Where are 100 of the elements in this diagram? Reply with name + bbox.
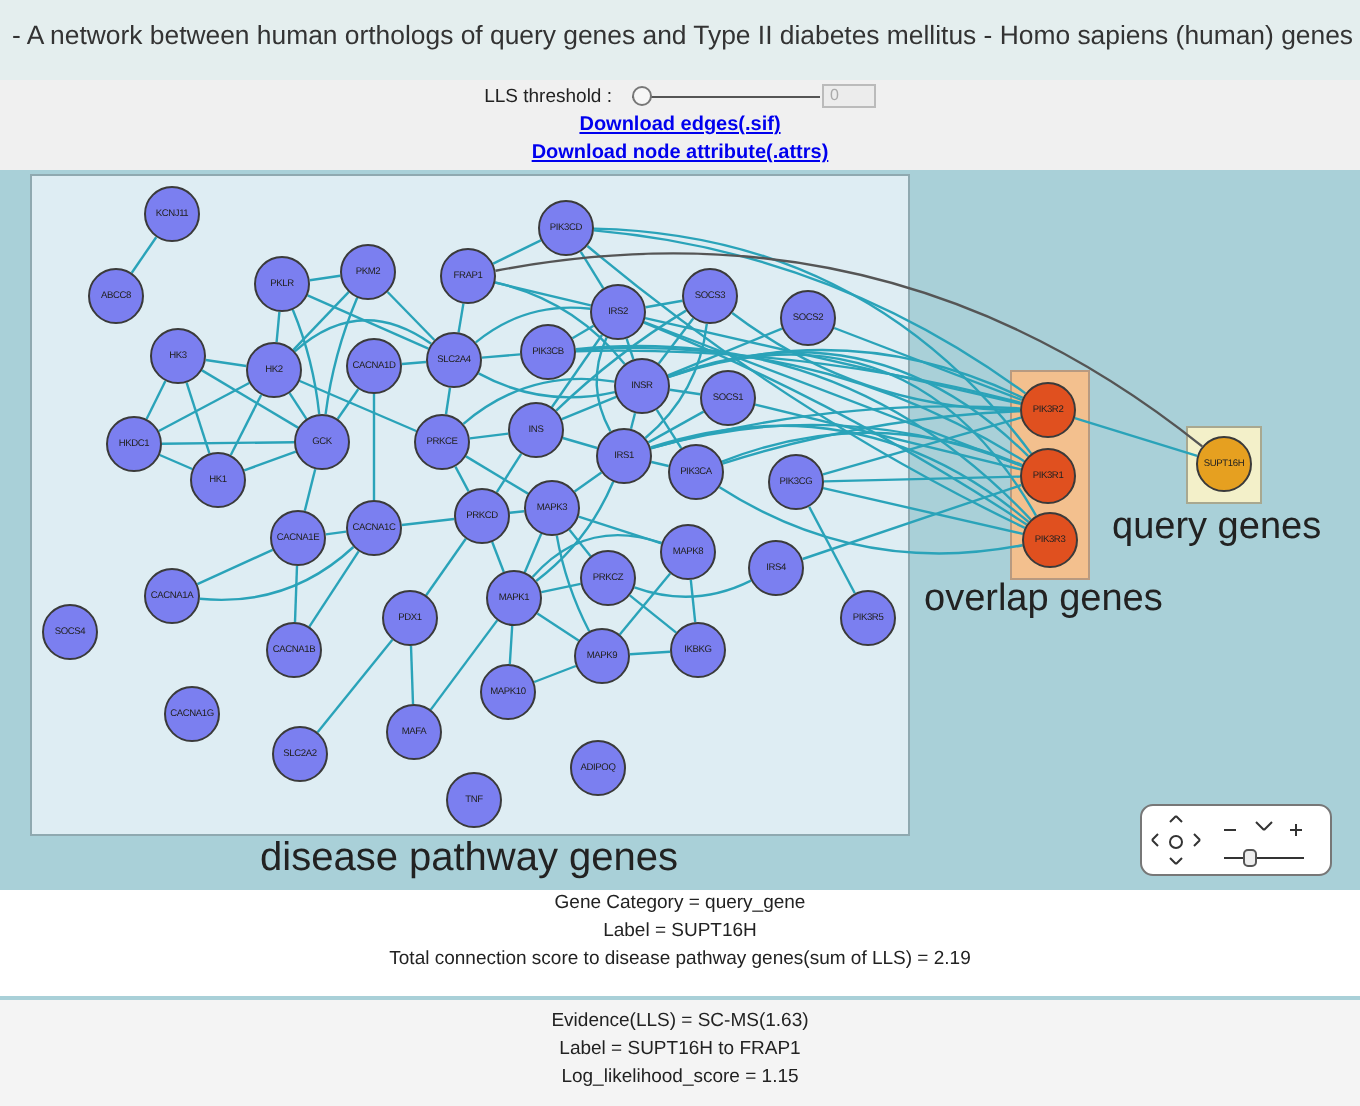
network-edge [491, 541, 505, 573]
network-edge [618, 572, 672, 636]
network-edge [629, 594, 677, 634]
network-edge [509, 510, 525, 514]
network-edge [536, 612, 580, 642]
network-edge [595, 337, 612, 432]
network-edge [644, 317, 1022, 405]
network-edge [303, 468, 317, 512]
network-edge [822, 487, 1024, 535]
network-edge [299, 379, 417, 433]
network-edge [1074, 417, 1198, 457]
network-edge [822, 416, 1022, 476]
info-text: Label = SUPT16H [603, 920, 757, 942]
network-edge [802, 483, 1022, 561]
network-edge [462, 377, 615, 425]
network-edge [551, 334, 603, 408]
network-edge [655, 409, 683, 449]
download-link: Download node attribute(.attrs) [531, 142, 829, 164]
group-heading: disease pathway genes [260, 836, 679, 882]
network-edge [495, 252, 1203, 448]
group-heading: overlap genes [924, 578, 1163, 622]
network-edge [668, 353, 1037, 517]
network-edge [647, 410, 705, 444]
network-edge [721, 431, 1023, 467]
network-edge [523, 533, 543, 573]
network-edge [571, 324, 595, 340]
slider-label: LLS threshold : [484, 86, 612, 108]
network-edge [651, 460, 669, 468]
group-heading: query genes [1112, 506, 1322, 550]
network-edge [130, 236, 158, 274]
network-edge [401, 517, 455, 527]
network-edge [568, 529, 592, 557]
network-edge [494, 281, 626, 365]
network-edge [199, 546, 355, 601]
network-edge [667, 327, 783, 377]
network-edge [586, 245, 1026, 529]
network-edge [457, 303, 465, 333]
network-edge [185, 382, 211, 454]
network-edge [535, 481, 615, 582]
network-edge [307, 294, 429, 350]
network-edge [722, 410, 1021, 465]
network-edge [429, 619, 499, 711]
network-edge [731, 312, 1021, 412]
info-text: Gene Category = query_gene [554, 892, 806, 914]
network-edge [162, 441, 294, 445]
network-edge [386, 291, 436, 341]
network-edge [481, 353, 521, 359]
network-edge [578, 515, 662, 545]
network-edge [325, 530, 347, 536]
info-text: Log_likelihood_score = 1.15 [561, 1066, 799, 1088]
network-edge [719, 486, 1023, 555]
network-edge [531, 534, 662, 578]
network-edge [643, 321, 1028, 526]
network-edge [541, 582, 581, 594]
network-edge [145, 380, 167, 420]
input-field: 0 [822, 84, 876, 108]
network-edge [291, 309, 321, 415]
network-edge [833, 326, 1023, 402]
network-edge [469, 432, 509, 440]
network-edge [650, 423, 1023, 467]
network-edge [573, 471, 603, 493]
network-edge [292, 291, 350, 351]
network-edge [454, 466, 470, 492]
network-edge [575, 345, 1032, 521]
network-edge [562, 436, 598, 450]
network-edge [689, 579, 697, 623]
network-edge [494, 281, 592, 307]
network-edge [629, 650, 671, 656]
network-edge [593, 229, 1027, 395]
network-edge [159, 453, 193, 471]
network-edge [409, 645, 415, 705]
network-edge [823, 475, 1021, 483]
network-edge [196, 548, 274, 586]
network-edge [324, 297, 359, 415]
network-edge [669, 388, 701, 396]
network-edge [288, 392, 308, 420]
network-edge [645, 299, 683, 309]
network-edge [533, 664, 577, 684]
network-edge [657, 317, 695, 365]
network-edge [754, 403, 1022, 471]
network-edge [293, 565, 299, 623]
network-edge [644, 323, 708, 439]
network-edge [495, 453, 523, 493]
download-link: Download edges(.sif) [579, 114, 781, 136]
network-edge [308, 550, 360, 628]
network-edge [444, 387, 452, 415]
network-edge [465, 455, 529, 495]
info-text: Label = SUPT16H to FRAP1 [559, 1038, 801, 1060]
network-edge [158, 381, 250, 433]
network-edge [205, 358, 247, 368]
network-edge [555, 309, 687, 412]
network-edge [643, 320, 1023, 468]
network-edge [561, 395, 617, 421]
network-edge [372, 394, 376, 500]
network-edge [401, 360, 427, 366]
network-edge [625, 338, 635, 360]
network-edge [634, 579, 752, 598]
network-edge [229, 394, 263, 456]
network-edge [593, 227, 1033, 455]
network-edge [478, 372, 616, 399]
